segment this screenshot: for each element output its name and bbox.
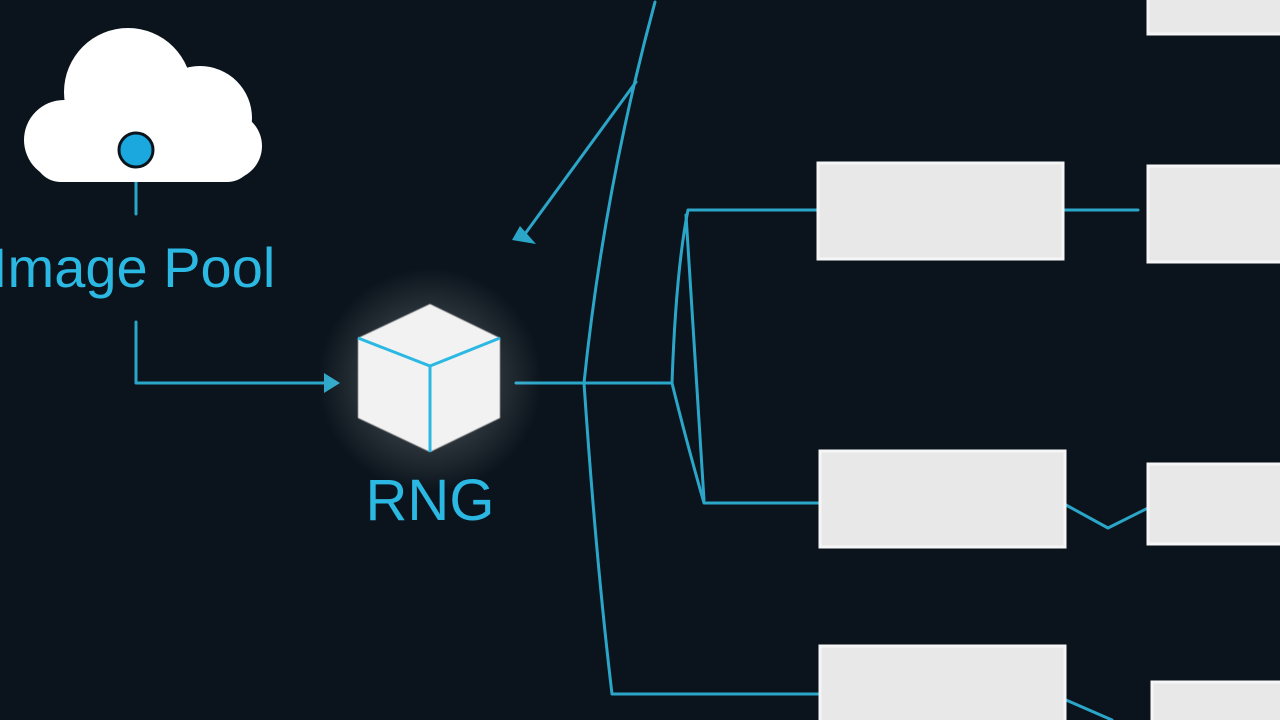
fan-branch-2 [670, 381, 820, 505]
output-box-right-0 [1146, 0, 1280, 36]
cube-icon [357, 304, 501, 452]
output-box-1 [816, 161, 1065, 261]
pool-to-rng-connector [134, 320, 328, 385]
link-row-3 [1064, 698, 1114, 720]
feedback-arrow-line [520, 80, 638, 240]
fan-branch-top [582, 0, 657, 385]
output-box-right-1 [1146, 164, 1280, 264]
output-box-3 [818, 644, 1067, 720]
arrowhead-feedback [512, 226, 536, 244]
fan-branch-bottom [582, 381, 820, 696]
rng-label: RNG [366, 468, 495, 533]
output-box-2 [818, 449, 1067, 549]
link-row-2 [1064, 503, 1150, 530]
output-box-right-3 [1150, 680, 1280, 720]
connectors [134, 0, 1150, 720]
fan-branch-inner [684, 213, 706, 502]
output-box-right-2 [1146, 462, 1280, 546]
output-boxes [816, 0, 1280, 720]
cloud-icon [24, 28, 262, 182]
image-pool-label: Image Pool [0, 236, 275, 299]
cloud-pin-icon [117, 131, 155, 169]
